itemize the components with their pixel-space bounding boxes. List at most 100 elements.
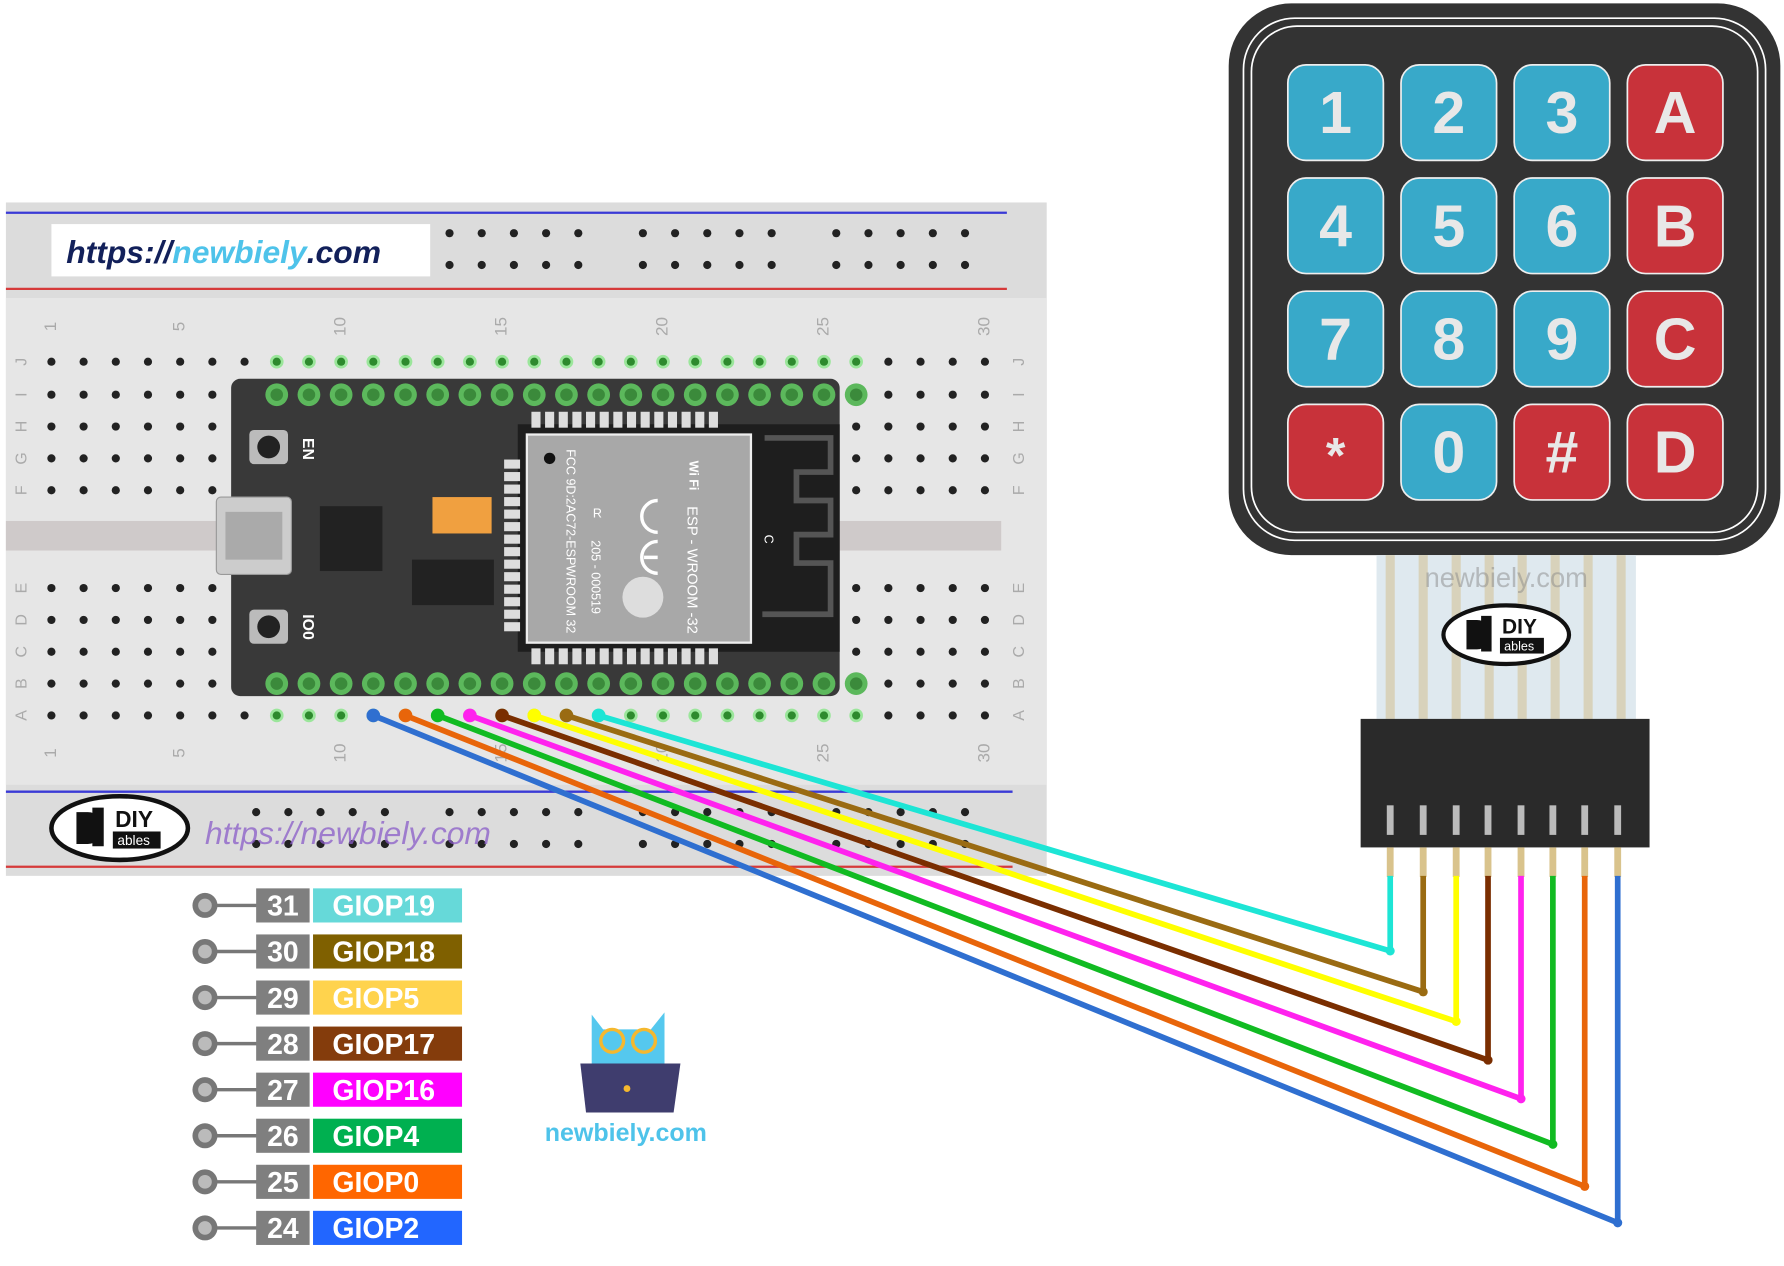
key-label: 1 [1319,79,1352,146]
breadboard-hole [143,679,153,688]
breadboard-hole [111,679,120,688]
breadboard-hole [562,357,571,366]
breadboard-hole [79,711,88,720]
keypad-key-2[interactable]: 2 [1400,63,1498,162]
wire-bend [1580,1181,1590,1191]
pin-number-box [256,1072,310,1107]
keypad-key-B[interactable]: B [1626,177,1724,275]
legend-pin-icon-inner [198,1175,212,1189]
breadboard-hole [948,711,957,720]
owl-glasses [630,1027,658,1054]
module-pad [695,411,705,428]
esp32-pin-pad [334,677,348,690]
keypad-key-5[interactable]: 5 [1400,177,1498,275]
esp32-pin-pad [302,388,316,401]
key-face [1513,177,1611,275]
breadboard-hole [143,615,153,625]
keypad-border [1250,25,1759,534]
connector-pin [1549,847,1557,877]
rail-hole [284,839,293,849]
gpio-label: GIOP18 [332,937,435,969]
ribbon-stripe [1583,555,1593,719]
module-pad [504,609,521,619]
logo-mark [1466,615,1492,652]
wire-end [398,708,413,723]
breadboard-hole [208,486,217,495]
breadboard-hole [176,583,185,593]
column-number: 20 [653,317,672,336]
key-label: 0 [1432,419,1465,486]
breadboard-hole [176,711,185,720]
breadboard-hole [176,390,185,399]
connector-slot [1614,805,1622,835]
key-face [1400,290,1498,388]
esp32-pin-pad [656,388,670,401]
breadboard-hole [626,711,635,720]
breadboard-hole [884,486,893,495]
breadboard-hole [208,390,217,399]
keypad-key-4[interactable]: 4 [1286,177,1385,275]
rail-hole [509,260,519,270]
esp32-pin-pad [817,388,831,401]
key-label: 7 [1319,305,1352,372]
esp32-pin-pad [367,388,380,401]
rail-hole [864,229,873,238]
breadboard-hole [755,711,764,720]
wire-bend [1418,987,1428,997]
module-pad [708,411,718,428]
breadboard-hole [658,357,668,366]
connector-pin [1614,847,1622,877]
breadboard-hole [111,422,120,431]
key-label: * [1326,428,1346,484]
module-pad [667,411,678,428]
esp32-pin-pad [624,388,638,401]
rail-hole [509,229,519,238]
keypad-key-A[interactable]: A [1626,63,1724,162]
pin-number-box [256,1118,310,1153]
espressif-logo [622,576,664,618]
connector-slot [1419,805,1427,835]
breadboard-hole [111,647,120,656]
esp32-pin-pad [721,677,734,690]
breadboard-hole [948,454,957,463]
rail-hole [670,229,680,238]
breadboard-hole [79,422,88,431]
keypad-key-7[interactable]: 7 [1286,290,1385,388]
breadboard-hole [884,454,893,463]
keypad-key-9[interactable]: 9 [1513,290,1611,388]
laptop-dot [623,1085,631,1092]
keypad-key-1[interactable]: 1 [1286,63,1385,162]
url-part: https:// [66,234,175,270]
wire-end [463,708,477,723]
rail-hole [542,229,551,238]
keypad-key-#[interactable]: # [1513,403,1611,501]
rail-hole [477,260,486,270]
antenna-mark: C [762,535,776,544]
module-pad [504,559,521,569]
breadboard-hole [852,422,861,431]
breadboard-hole [852,647,861,656]
gpio-label: GIOP16 [332,1075,435,1107]
keypad-key-8[interactable]: 8 [1400,290,1498,388]
keypad-key-D[interactable]: D [1626,403,1724,501]
keypad-key-0[interactable]: 0 [1400,403,1498,501]
breadboard-hole [208,357,217,366]
keypad-key-3[interactable]: 3 [1513,63,1611,162]
keypad-key-6[interactable]: 6 [1513,177,1611,275]
breadboard-hole [143,583,153,593]
io0-label: IO0 [299,614,316,640]
wire-end [527,708,542,723]
keypad-key-*[interactable]: * [1286,403,1385,501]
key-label: # [1546,419,1579,486]
breadboard-hole [852,454,861,463]
rail-hole [509,839,519,849]
breadboard-hole [272,357,281,366]
row-letter: G [1011,452,1028,464]
breadboard-hole [980,422,990,431]
rail-hole [348,839,357,849]
connector-pin [1386,847,1394,877]
rail-hole [445,229,454,238]
keypad-key-C[interactable]: C [1626,290,1724,388]
rail-hole [477,808,486,817]
